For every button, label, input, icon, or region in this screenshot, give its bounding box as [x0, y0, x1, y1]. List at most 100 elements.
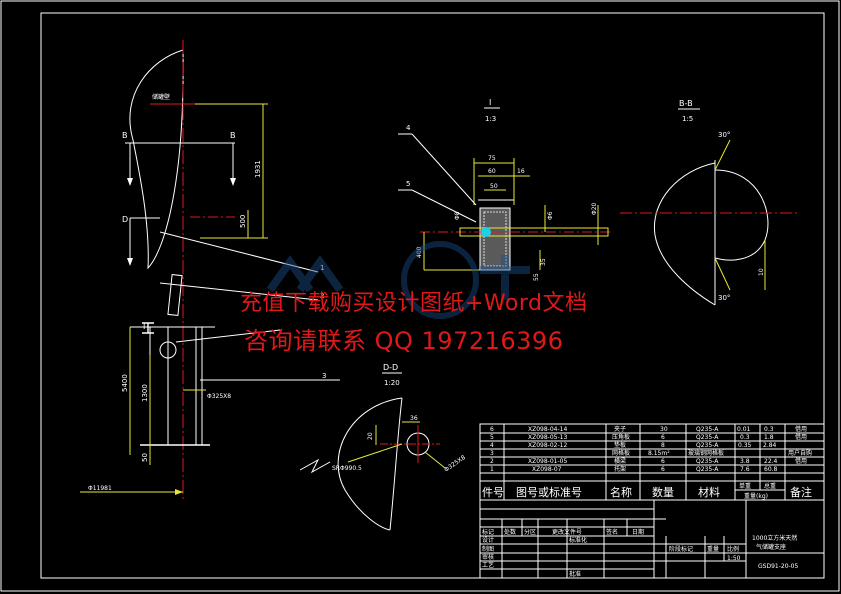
leader-label-1: 1	[320, 264, 324, 272]
tb-frame	[479, 499, 825, 579]
bom-h-code: 图号或标准号	[516, 485, 582, 499]
watermark-logo-figures	[266, 255, 530, 300]
label-pipe-spec: Φ325X8	[207, 393, 231, 400]
dd-sphere-radius: SRΦ990.5	[332, 465, 362, 472]
tb-date: 日期	[632, 528, 644, 536]
bom-r6-mat: Q235-A	[696, 426, 719, 433]
bb-angle-bottom-label: 30°	[718, 294, 730, 302]
bom-h-qty: 数量	[652, 486, 674, 499]
bom-r6-name: 夹子	[614, 425, 626, 433]
bom-r6-code: XZ098-04-14	[528, 426, 567, 433]
leader-1-line	[159, 231, 319, 273]
bb-profile	[714, 169, 769, 261]
bom-r5-no: 5	[490, 434, 494, 441]
detail-dim-16: 16	[517, 168, 525, 175]
watermark-line-1: 充值下载购买设计图纸+Word文档	[240, 291, 588, 316]
bb-angle-top	[714, 139, 731, 171]
dd-dim-20-label: 20	[367, 432, 374, 440]
bom-table	[479, 423, 825, 501]
bom-r3-mat: 玻璃钢网格板	[688, 449, 724, 457]
detail-i-nut	[481, 227, 491, 237]
watermark-logo	[266, 241, 530, 319]
detail-i-leader	[175, 329, 281, 343]
bom-r5-name: 压角板	[612, 433, 630, 441]
dd-arc	[337, 397, 403, 531]
tb-drawing-no: GSD91-20-05	[758, 563, 798, 570]
bb-title: B-B	[679, 99, 693, 108]
tb-scale-label: 比例	[727, 545, 739, 553]
title-block-text: 标记 处数 分区 更改文件号 签名 日期 设计 标准化 制图 审核 工艺 批准 …	[482, 528, 798, 578]
section-d-arrow	[127, 258, 133, 266]
detail-dim-75: 75	[488, 155, 496, 162]
bom-r5-unit: 0.3	[740, 434, 750, 441]
bom-r2-unit: 3.8	[740, 458, 750, 465]
bom-r4-no: 4	[490, 442, 494, 449]
bom-h-material: 材料	[698, 485, 720, 499]
detail-dim-phi20: Φ20	[591, 202, 598, 215]
bom-r4-total: 2.84	[763, 442, 777, 449]
bom-r1-name: 托架	[614, 465, 626, 473]
bb-angle-bot	[714, 257, 731, 291]
bom-r4-name: 垫板	[614, 441, 626, 449]
bom-r1-mat: Q235-A	[696, 466, 719, 473]
bom-rows: 6 XZ098-04-14 夹子 30 Q235-A 0.01 0.3 借用 5…	[490, 425, 812, 473]
tb-drawing-name-1: 1000立方米天然	[752, 534, 797, 542]
tb-design: 设计	[482, 536, 494, 544]
tb-count: 处数	[504, 528, 516, 536]
watermark-line-2: 咨询请联系 QQ 197216396	[244, 327, 564, 355]
leader-2-line	[159, 282, 319, 301]
section-dd-view	[299, 372, 446, 531]
support-bracket	[149, 326, 203, 446]
leader-5-line	[411, 189, 477, 223]
bom-h-no: 件号	[482, 486, 504, 499]
detail-i-title: I	[489, 98, 491, 107]
bom-r3-note: 用户自购	[788, 449, 812, 457]
dim-diameter-arrow	[175, 489, 183, 495]
detail-i-inner	[483, 211, 507, 267]
bom-h-note: 备注	[790, 485, 812, 499]
bom-h-name: 名称	[610, 485, 632, 499]
bom-r6-note: 借用	[795, 425, 807, 433]
label-section-b-left: B	[122, 131, 128, 140]
bom-r2-qty: 6	[661, 458, 665, 465]
bom-r1-total: 60.8	[764, 466, 778, 473]
dim-50: 50	[141, 453, 149, 462]
tb-stage: 阶段标记	[669, 545, 693, 553]
bom-r2-no: 2	[490, 458, 494, 465]
bom-h-unit: 单重	[739, 482, 751, 490]
dim-5400: 5400	[121, 374, 129, 392]
leader-label-5: 5	[406, 180, 410, 188]
drawing-frame	[40, 12, 825, 579]
bracket-stiffener	[167, 274, 183, 316]
dd-arc-inner	[389, 397, 403, 531]
bom-r2-code: XZ098-01-05	[528, 458, 567, 465]
tb-approve: 批准	[569, 570, 581, 578]
tb-mark: 标记	[482, 528, 494, 536]
section-b-right-arrow	[230, 178, 236, 186]
leader-label-4: 4	[406, 124, 411, 132]
bom-r4-unit: 0.35	[738, 442, 752, 449]
bom-r2-total: 22.4	[764, 458, 778, 465]
label-section-d: D	[122, 215, 128, 224]
tb-process: 工艺	[482, 561, 494, 569]
watermark-logo-ring	[401, 241, 479, 319]
tb-scale-value: 1:50	[727, 555, 741, 562]
detail-i-scale: 1:3	[485, 115, 496, 123]
bom-r3-no: 3	[490, 450, 494, 457]
detail-dim-phi8: Φ8	[454, 211, 461, 220]
detail-dim-400: 400	[416, 246, 423, 258]
leader-4-line	[411, 133, 477, 206]
bom-r6-qty: 30	[660, 426, 668, 433]
main-elevation-view	[80, 40, 340, 500]
bom-r1-unit: 7.6	[740, 466, 750, 473]
bom-r3-name: 网格板	[612, 449, 630, 457]
bom-r6-total: 0.3	[764, 426, 774, 433]
dim-500: 500	[239, 215, 247, 228]
bom-r4-code: XZ098-02-12	[528, 442, 567, 449]
bom-r6-no: 6	[490, 426, 494, 433]
bom-h-weight: 重量(kg)	[744, 492, 768, 500]
ibeam-symbol	[142, 322, 154, 334]
detail-i-circle	[159, 341, 177, 359]
detail-i-marker: I	[143, 322, 145, 331]
label-diameter: Φ11981	[88, 485, 112, 492]
